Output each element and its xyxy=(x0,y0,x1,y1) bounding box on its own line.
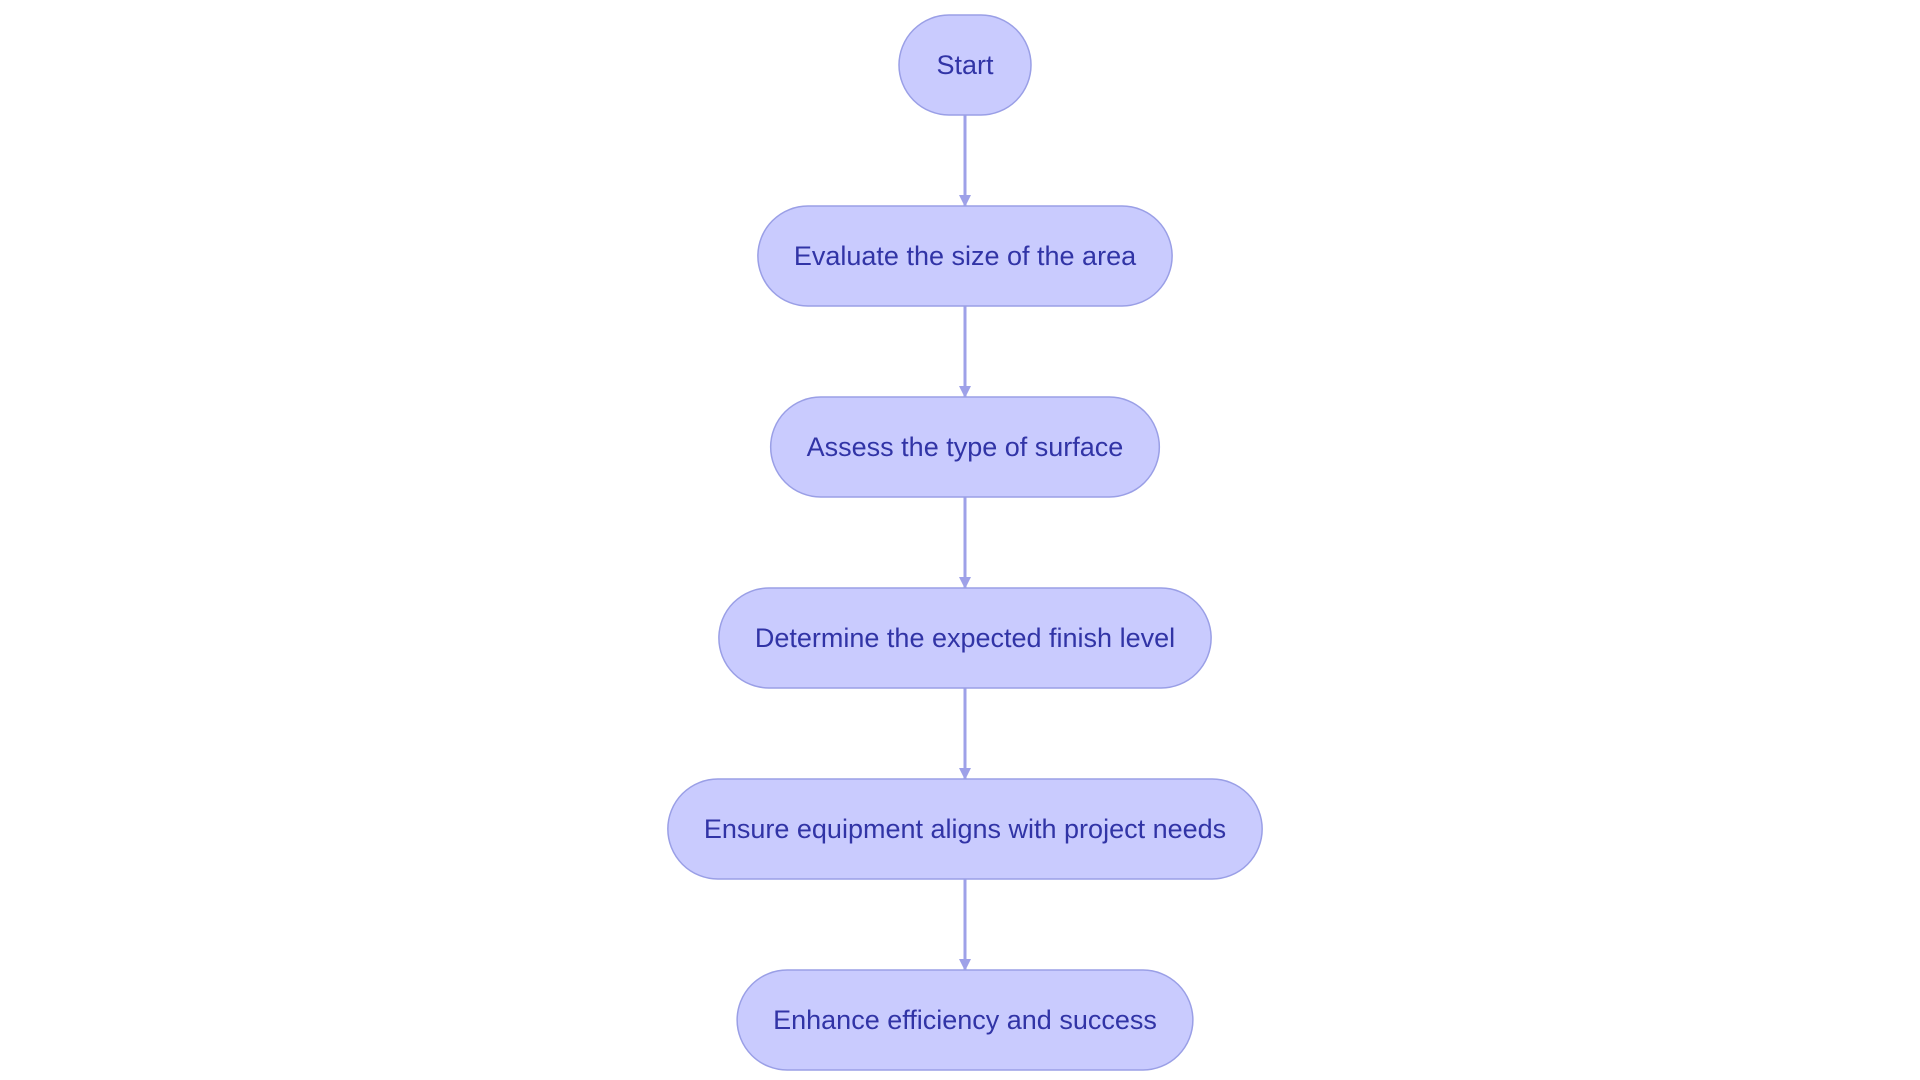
node-shape-assess xyxy=(769,396,1161,498)
node-evaluate: Evaluate the size of the area xyxy=(757,205,1173,307)
node-shape-determine xyxy=(718,587,1212,689)
node-determine: Determine the expected finish level xyxy=(718,587,1212,689)
node-assess: Assess the type of surface xyxy=(769,396,1161,498)
node-ensure: Ensure equipment aligns with project nee… xyxy=(667,778,1263,880)
node-shape-start xyxy=(898,14,1032,116)
node-enhance: Enhance efficiency and success xyxy=(736,969,1194,1071)
node-label-assess: Assess the type of surface xyxy=(807,432,1124,462)
node-label-evaluate: Evaluate the size of the area xyxy=(794,241,1137,271)
node-shape-ensure xyxy=(667,778,1263,880)
node-label-start: Start xyxy=(936,50,994,80)
node-label-enhance: Enhance efficiency and success xyxy=(773,1005,1157,1035)
node-label-determine: Determine the expected finish level xyxy=(755,623,1175,653)
node-shape-evaluate xyxy=(757,205,1173,307)
node-start: Start xyxy=(898,14,1032,116)
node-shape-enhance xyxy=(736,969,1194,1071)
node-label-ensure: Ensure equipment aligns with project nee… xyxy=(704,814,1226,844)
